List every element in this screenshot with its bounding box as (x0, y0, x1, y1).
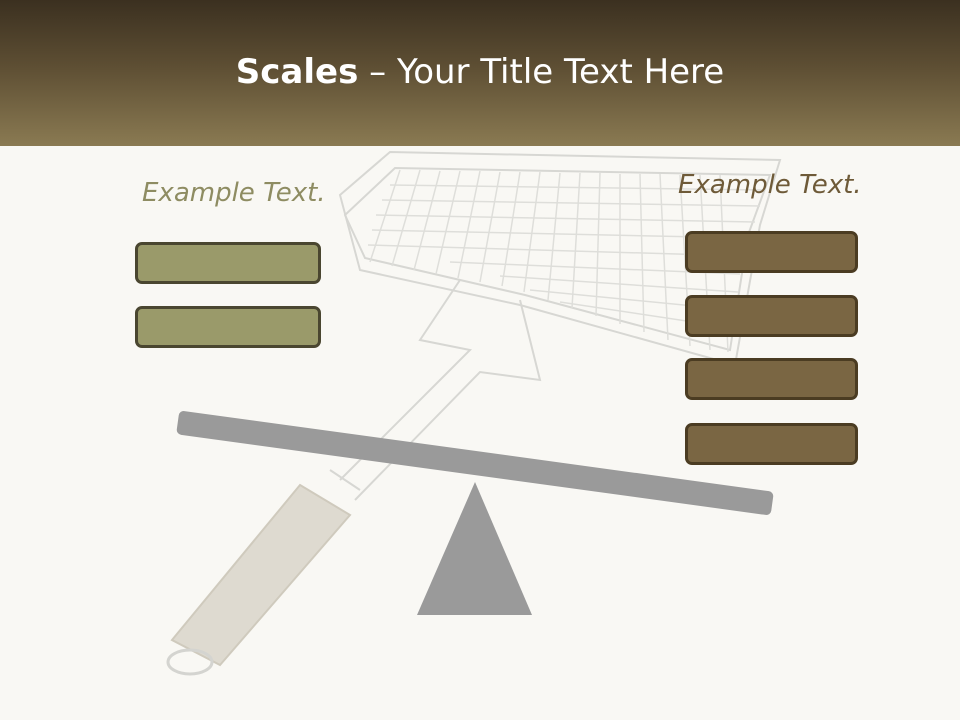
title-bold: Scales (235, 52, 359, 92)
right-item-box-1[interactable] (685, 231, 858, 273)
title-bar (0, 0, 960, 146)
slide-title: Scales – Your Title Text Here (0, 52, 960, 92)
left-label: Example Text. (142, 178, 326, 208)
title-rest: – Your Title Text Here (358, 52, 725, 92)
right-item-box-3[interactable] (685, 358, 858, 400)
right-item-box-2[interactable] (685, 295, 858, 337)
right-label: Example Text. (678, 170, 862, 200)
grill-basket-image (166, 150, 782, 676)
scale-fulcrum (417, 482, 532, 615)
right-item-box-4[interactable] (685, 423, 858, 465)
scale-beam (176, 411, 774, 515)
left-item-box-1[interactable] (135, 242, 321, 284)
left-item-box-2[interactable] (135, 306, 321, 348)
